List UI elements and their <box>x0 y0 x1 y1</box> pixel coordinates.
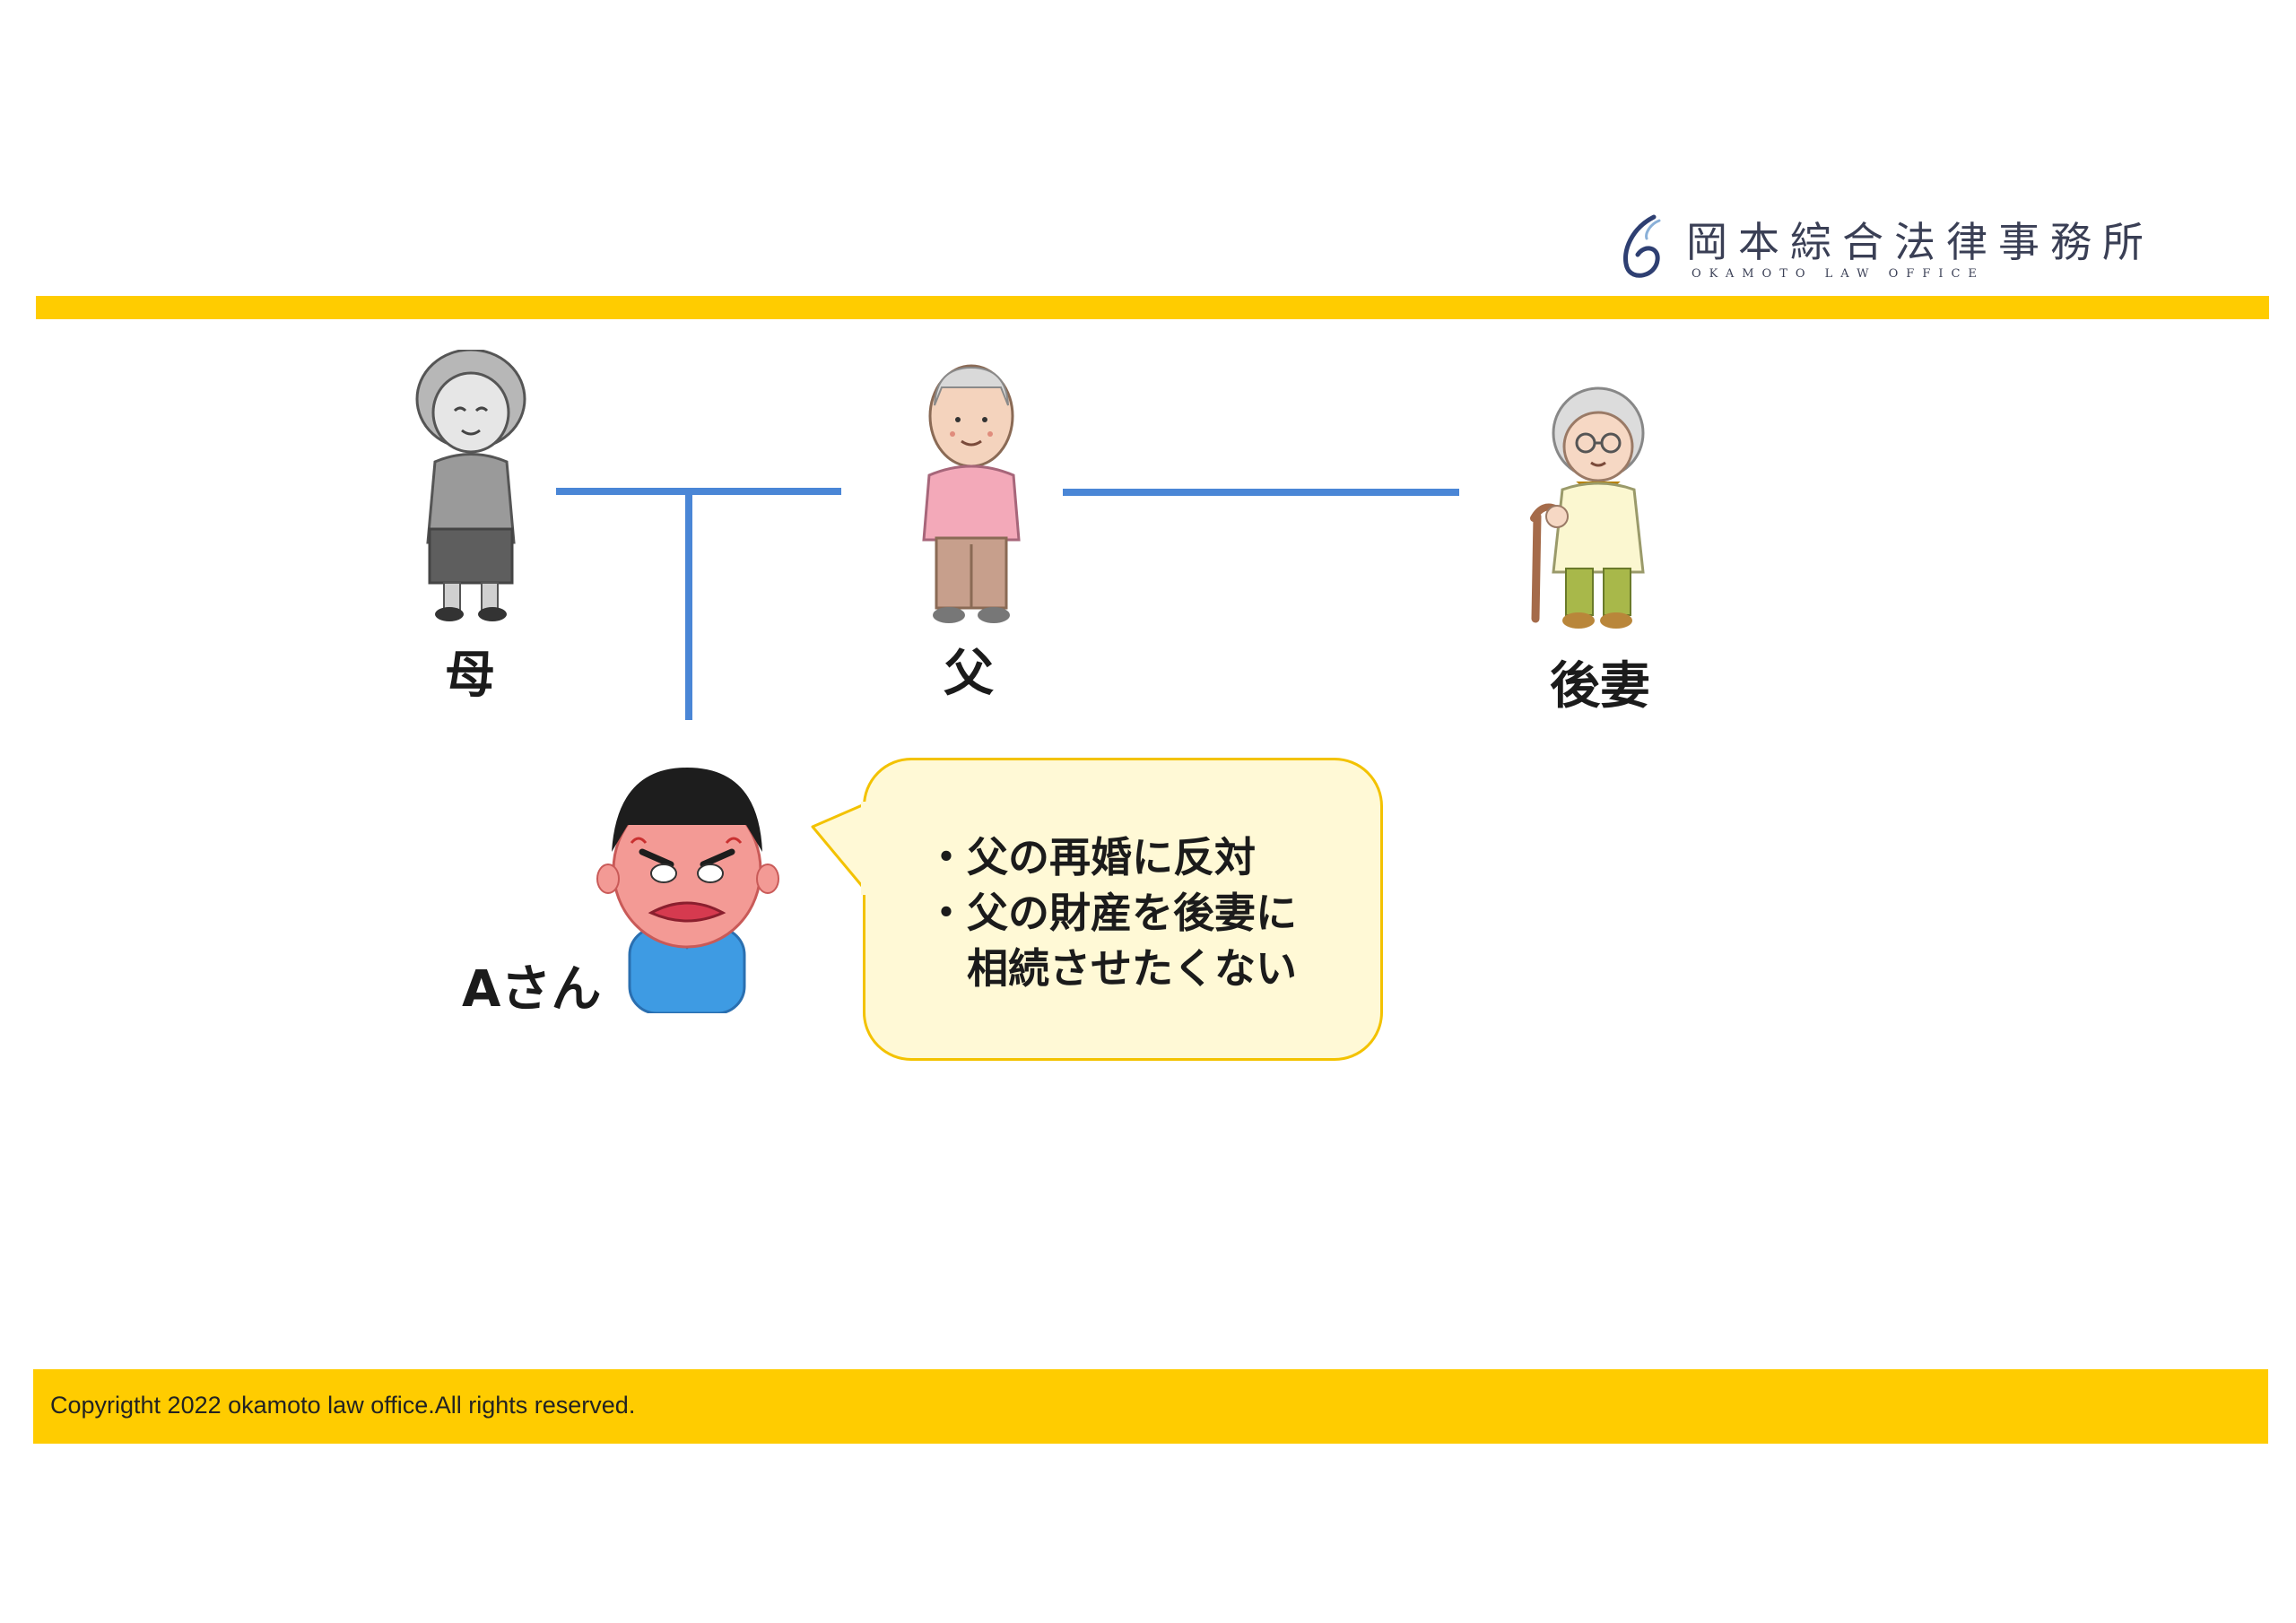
bottom-accent-bar <box>33 1369 2268 1444</box>
bubble-line-1: ・父の再婚に反対 <box>926 833 1256 881</box>
logo-swirl-icon <box>1623 214 1661 278</box>
stepmother-label: 後妻 <box>1550 657 1650 716</box>
bubble-line-2: ・父の財産を後妻に <box>926 889 1297 937</box>
father-figure-icon <box>922 364 1021 623</box>
stepmother-figure-icon <box>1530 386 1645 629</box>
speech-bubble-tail <box>811 802 868 892</box>
copyright-text: Copyrigtht 2022 okamoto law office.All r… <box>50 1392 636 1419</box>
top-accent-bar <box>36 296 2269 319</box>
father-label: 父 <box>944 645 994 703</box>
speech-bubble-tail-cover <box>861 802 870 895</box>
bubble-line-3: 相続させたくない <box>926 944 1297 993</box>
logo-english-name: OKAMOTO LAW OFFICE <box>1692 267 1985 281</box>
logo-japanese-name: 岡本綜合法律事務所 <box>1686 218 2154 266</box>
child-line <box>685 491 692 720</box>
marriage-line-mother-father <box>556 488 841 495</box>
speech-bubble <box>863 758 1383 1061</box>
mother-figure-icon <box>415 350 526 621</box>
angry-son-figure-icon <box>596 768 779 1013</box>
mother-label: 母 <box>445 647 495 705</box>
speech-bubble-text: ・父の再婚に反対 ・父の財産を後妻に 相続させたくない <box>926 829 1297 996</box>
marriage-line-father-stepmother <box>1063 489 1459 496</box>
son-label: Aさん <box>462 960 602 1019</box>
firm-logo: 岡本綜合法律事務所 OKAMOTO LAW OFFICE <box>1614 208 2260 289</box>
